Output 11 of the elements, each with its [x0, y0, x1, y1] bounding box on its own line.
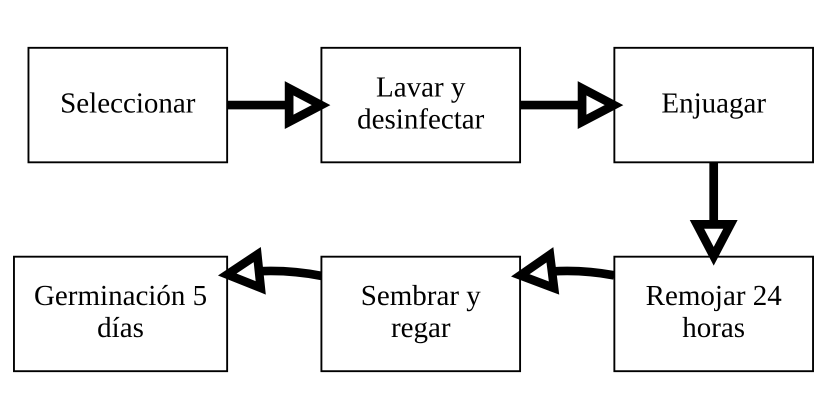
arrow	[511, 246, 615, 294]
node-box: Enjuagar	[613, 46, 814, 163]
node-box: Seleccionar	[28, 46, 228, 163]
node-box: Lavar y desinfectar	[320, 46, 522, 163]
arrow	[690, 162, 738, 266]
arrow	[218, 246, 322, 294]
arrow	[520, 80, 624, 129]
node-box: Sembrar y regar	[320, 255, 522, 372]
arrow	[227, 80, 330, 129]
node-box: Germinación 5 días	[13, 255, 228, 372]
node-box: Remojar 24 horas	[613, 255, 814, 372]
